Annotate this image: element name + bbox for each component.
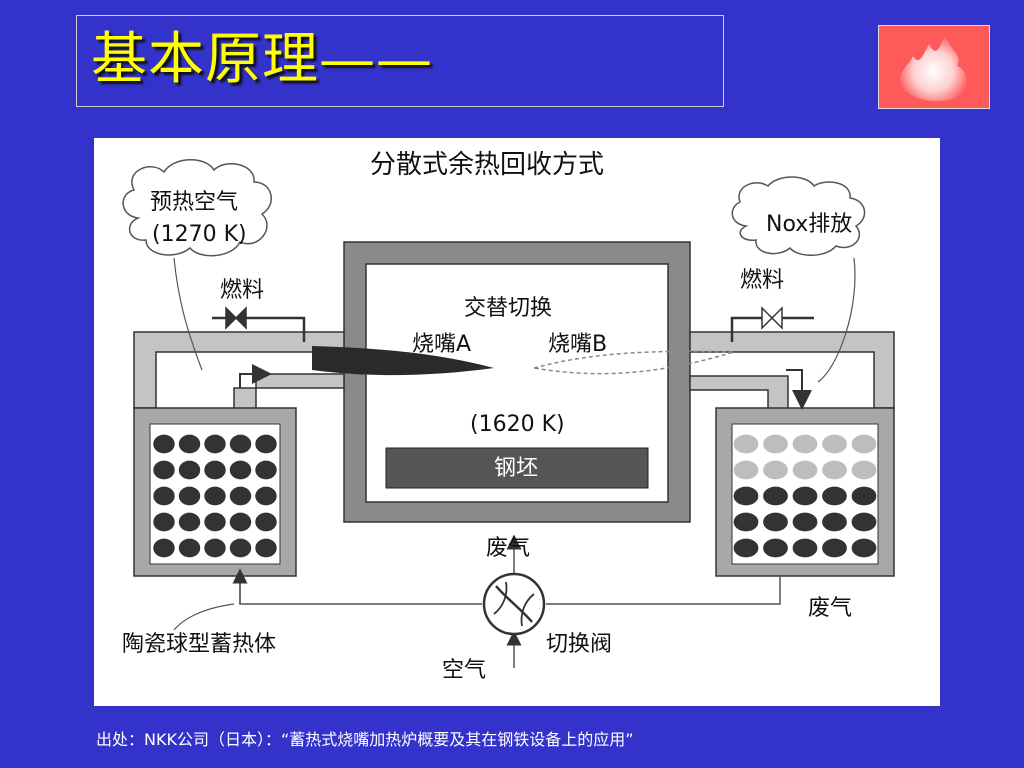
nox-cloud xyxy=(731,176,866,256)
ceramic-ball xyxy=(255,512,277,532)
nox-exhaust-label: Nox排放 xyxy=(766,212,853,237)
ceramic-ball xyxy=(229,486,252,506)
flame-icon xyxy=(900,34,967,102)
burner-b-flame xyxy=(533,350,735,375)
ceramic-ball xyxy=(153,538,175,558)
furnace-wall xyxy=(343,241,691,523)
ceramic-ball xyxy=(792,486,818,506)
ceramic-ball xyxy=(733,512,759,532)
switch-valve-icon xyxy=(482,572,546,636)
ceramic-ball xyxy=(178,486,201,506)
ceramic-ball xyxy=(822,434,847,454)
steel-billet xyxy=(385,447,649,489)
ceramic-ball xyxy=(822,486,847,506)
right-fuel-valve-icon xyxy=(761,306,783,330)
ceramic-ball xyxy=(763,538,788,558)
ceramic-ball xyxy=(255,434,277,454)
ceramic-ball xyxy=(733,434,759,454)
ceramic-ball xyxy=(733,538,759,558)
fuel-right-label: 燃料 xyxy=(740,268,785,293)
ceramic-ball xyxy=(763,460,788,480)
regenerative-burner-diagram: 分散式余热回收方式 预热空气 (1270 K) Nox排放 燃料 燃料 交替切换… xyxy=(94,138,940,706)
ceramic-ball xyxy=(851,486,877,506)
preheat-air-label: 预热空气 xyxy=(150,190,239,215)
ceramic-ball xyxy=(851,460,877,480)
ceramic-ball xyxy=(851,512,877,532)
ceramic-ball xyxy=(229,434,252,454)
diagram-heading: 分散式余热回收方式 xyxy=(370,150,605,180)
left-fuel-valve-icon xyxy=(225,306,247,330)
ceramic-ball xyxy=(178,434,201,454)
ceramic-ball xyxy=(178,512,201,532)
source-citation: 出处：NKK公司（日本）：“蓄热式烧嘴加热炉概要及其在钢铁设备上的应用” xyxy=(96,730,634,749)
ceramic-ball xyxy=(255,486,277,506)
ceramic-ball xyxy=(763,486,788,506)
ceramic-ball xyxy=(733,486,759,506)
furnace-temp-label: (1620 K) xyxy=(470,412,565,437)
flame-logo xyxy=(878,25,990,109)
right-ceramic-balls xyxy=(733,434,877,558)
left-ceramic-balls xyxy=(153,434,277,558)
ceramic-ball xyxy=(178,460,201,480)
burner-a-label: 烧嘴A xyxy=(412,332,472,357)
ceramic-ball xyxy=(851,434,877,454)
ceramic-ball xyxy=(792,512,818,532)
ceramic-ball xyxy=(204,434,226,454)
ceramic-ball xyxy=(792,538,818,558)
waste-gas-right-label: 废气 xyxy=(808,596,853,621)
ceramic-ball xyxy=(822,512,847,532)
burner-b-label: 烧嘴B xyxy=(548,332,608,357)
ceramic-ball xyxy=(763,512,788,532)
switch-valve-label: 切换阀 xyxy=(546,632,613,657)
title-box: 基本原理—— xyxy=(76,15,724,107)
ceramic-ball xyxy=(229,460,252,480)
ceramic-ball xyxy=(822,538,847,558)
burner-a-flame xyxy=(312,346,494,376)
ceramic-ball xyxy=(153,460,175,480)
ceramic-ball xyxy=(792,434,818,454)
ceramic-ball xyxy=(229,512,252,532)
ceramic-ball xyxy=(733,460,759,480)
ceramic-ball xyxy=(178,538,201,558)
ceramic-ball xyxy=(822,460,847,480)
air-return-line xyxy=(239,576,482,605)
ceramic-ball xyxy=(153,434,175,454)
ceramic-ball xyxy=(153,486,175,506)
ceramic-ball xyxy=(153,512,175,532)
ceramic-ball xyxy=(792,460,818,480)
ceramic-ball xyxy=(763,434,788,454)
preheat-temp-label: (1270 K) xyxy=(152,222,247,247)
air-label: 空气 xyxy=(442,658,487,683)
ceramic-ball xyxy=(255,460,277,480)
alternate-switch-label: 交替切换 xyxy=(464,296,553,321)
ceramic-ball xyxy=(204,486,226,506)
waste-gas-center-label: 废气 xyxy=(486,536,531,561)
slide-title: 基本原理—— xyxy=(91,27,433,92)
preheat-air-cloud xyxy=(122,159,272,257)
ceramic-ball xyxy=(204,512,226,532)
fuel-left-label: 燃料 xyxy=(220,278,265,303)
ceramic-ball xyxy=(255,538,277,558)
billet-label: 钢坯 xyxy=(494,456,539,481)
ceramic-ball xyxy=(229,538,252,558)
ceramic-ball xyxy=(851,538,877,558)
ceramic-ball xyxy=(204,460,226,480)
ceramic-ball xyxy=(204,538,226,558)
ceramic-balls-label: 陶瓷球型蓄热体 xyxy=(122,632,277,657)
